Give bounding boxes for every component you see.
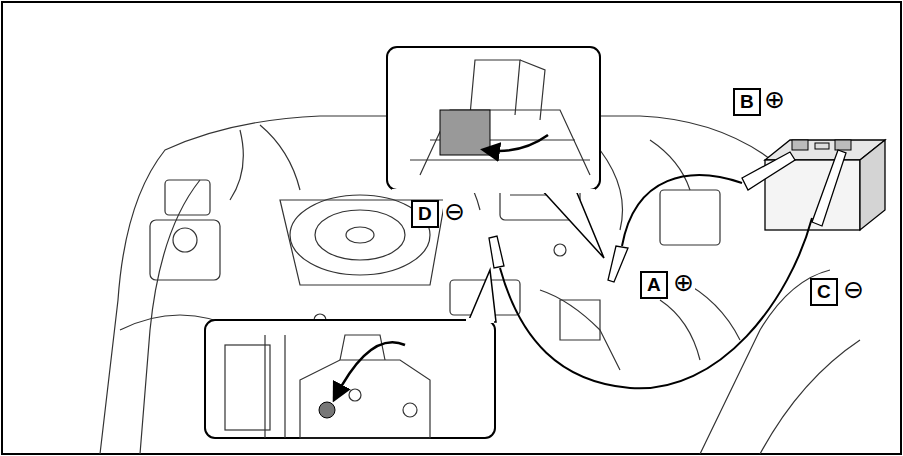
polarity-symbol: ⊕	[672, 269, 695, 297]
callout-letter-box: C	[810, 278, 838, 306]
booster-battery	[765, 140, 885, 230]
jumper-cables	[500, 175, 812, 388]
callout-letter: B	[740, 91, 754, 112]
callout-letter: D	[418, 203, 432, 224]
top-inset	[387, 47, 604, 258]
callout-letter-box: B	[733, 88, 761, 116]
polarity-symbol: ⊖	[443, 198, 466, 226]
callout-letter: A	[647, 274, 661, 295]
bottom-inset	[205, 270, 496, 438]
callout-letter-box: D	[411, 200, 439, 228]
callout-letter: C	[817, 281, 831, 302]
polarity-symbol: ⊖	[842, 276, 865, 304]
polarity-symbol: ⊕	[763, 86, 786, 114]
callout-letter-box: A	[640, 271, 668, 299]
